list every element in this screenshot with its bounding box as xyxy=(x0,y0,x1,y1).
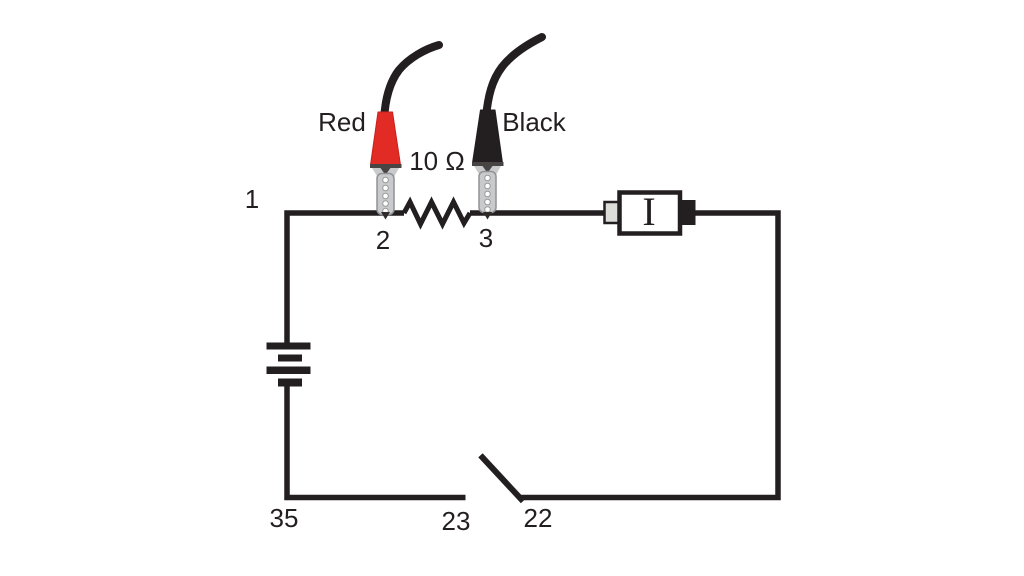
wire-right-loop xyxy=(521,210,781,501)
battery-symbol xyxy=(266,342,311,387)
node-label-35: 35 xyxy=(269,503,299,533)
open-switch-lever xyxy=(478,453,526,504)
black-clip-shoulder xyxy=(472,162,504,166)
red-test-lead-clip xyxy=(370,41,443,220)
current-meter-label: I xyxy=(642,189,656,234)
black-clip-holes xyxy=(484,174,491,213)
battery-plate-long-bottom xyxy=(266,366,311,374)
black-lead-label: Black xyxy=(502,107,566,137)
black-clip-tip xyxy=(483,212,492,220)
black-clip-notch xyxy=(482,166,493,173)
battery-plate-short-top xyxy=(278,354,302,362)
resistor-zigzag xyxy=(401,196,473,230)
red-clip-notch xyxy=(380,168,391,175)
node-label-2: 2 xyxy=(375,225,391,255)
black-lead-wire xyxy=(482,33,546,121)
red-clip-tip xyxy=(381,212,390,220)
wire-left-bottom xyxy=(284,381,466,501)
red-lead-body xyxy=(370,111,401,166)
meter-right-connector xyxy=(680,200,696,225)
node-label-23: 23 xyxy=(441,506,471,536)
current-meter-box xyxy=(603,190,696,236)
battery-plate-short-bottom xyxy=(278,378,302,387)
resistor-value-label: 10 Ω xyxy=(409,146,465,176)
red-clip-shoulder xyxy=(370,164,402,168)
battery-plate-long-top xyxy=(266,342,311,350)
black-lead-body xyxy=(472,109,503,164)
red-lead-wire xyxy=(380,41,443,124)
node-label-1: 1 xyxy=(244,184,260,214)
black-test-lead-clip xyxy=(472,33,546,220)
wire-left-top xyxy=(284,210,404,346)
node-label-3: 3 xyxy=(478,223,494,253)
node-label-22: 22 xyxy=(523,503,553,533)
red-lead-label: Red xyxy=(318,107,366,137)
